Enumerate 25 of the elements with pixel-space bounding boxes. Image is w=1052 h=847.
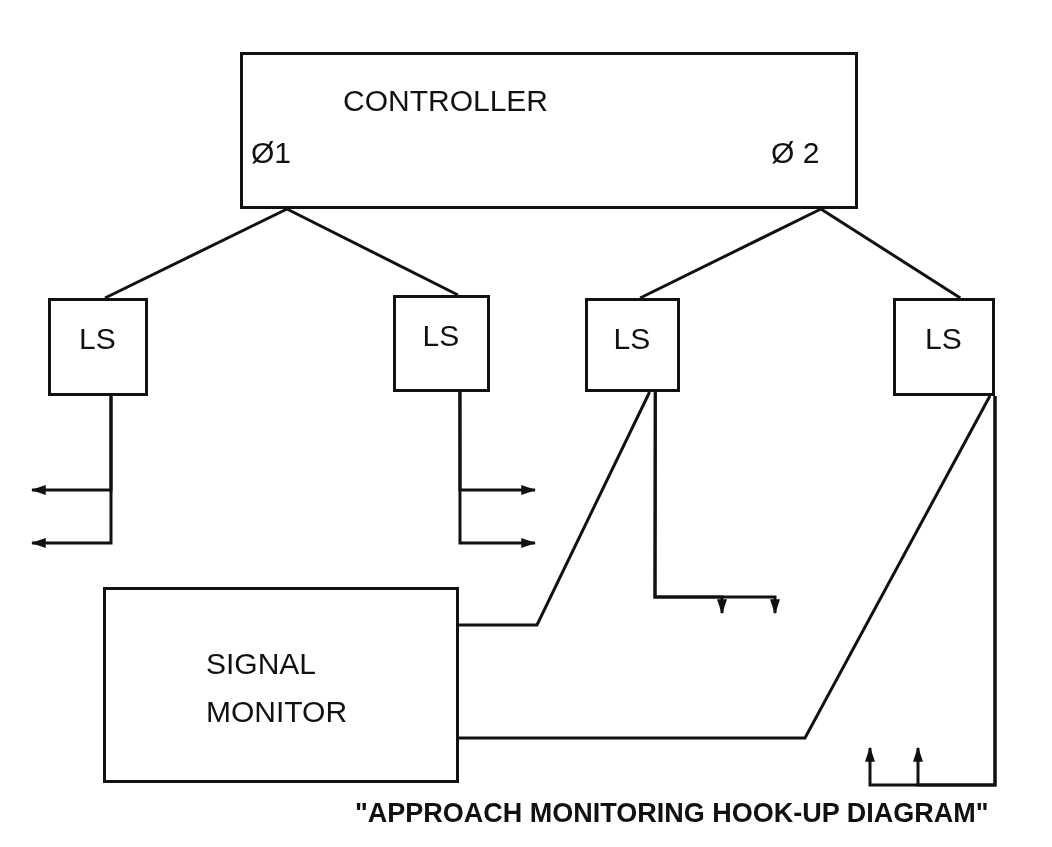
- component-label: CONTROLLER: [343, 83, 549, 119]
- connector-line: [104, 207, 288, 300]
- component-label: LS: [925, 321, 962, 357]
- arrow: [458, 392, 537, 548]
- arrow: [653, 392, 780, 615]
- component-box: [893, 298, 995, 396]
- connector-line: [286, 207, 459, 297]
- arrow: [30, 396, 113, 548]
- component-box: [240, 52, 858, 209]
- component-box: [48, 298, 148, 396]
- component-label: LS: [613, 321, 651, 357]
- component-box: [585, 298, 680, 392]
- component-box: [393, 295, 490, 392]
- phase-label: Ø1: [251, 135, 292, 171]
- connector-line: [639, 207, 822, 300]
- component-label: LS: [79, 321, 116, 357]
- component-box: [103, 587, 459, 783]
- component-label: SIGNAL MONITOR: [206, 646, 349, 730]
- phase-label: Ø 2: [771, 135, 820, 171]
- arrow: [913, 396, 997, 787]
- connector-line: [459, 391, 651, 627]
- connector-line: [459, 395, 992, 740]
- component-label: LS: [422, 318, 460, 354]
- diagram-caption: "APPROACH MONITORING HOOK-UP DIAGRAM": [355, 798, 989, 829]
- connector-line: [820, 207, 962, 300]
